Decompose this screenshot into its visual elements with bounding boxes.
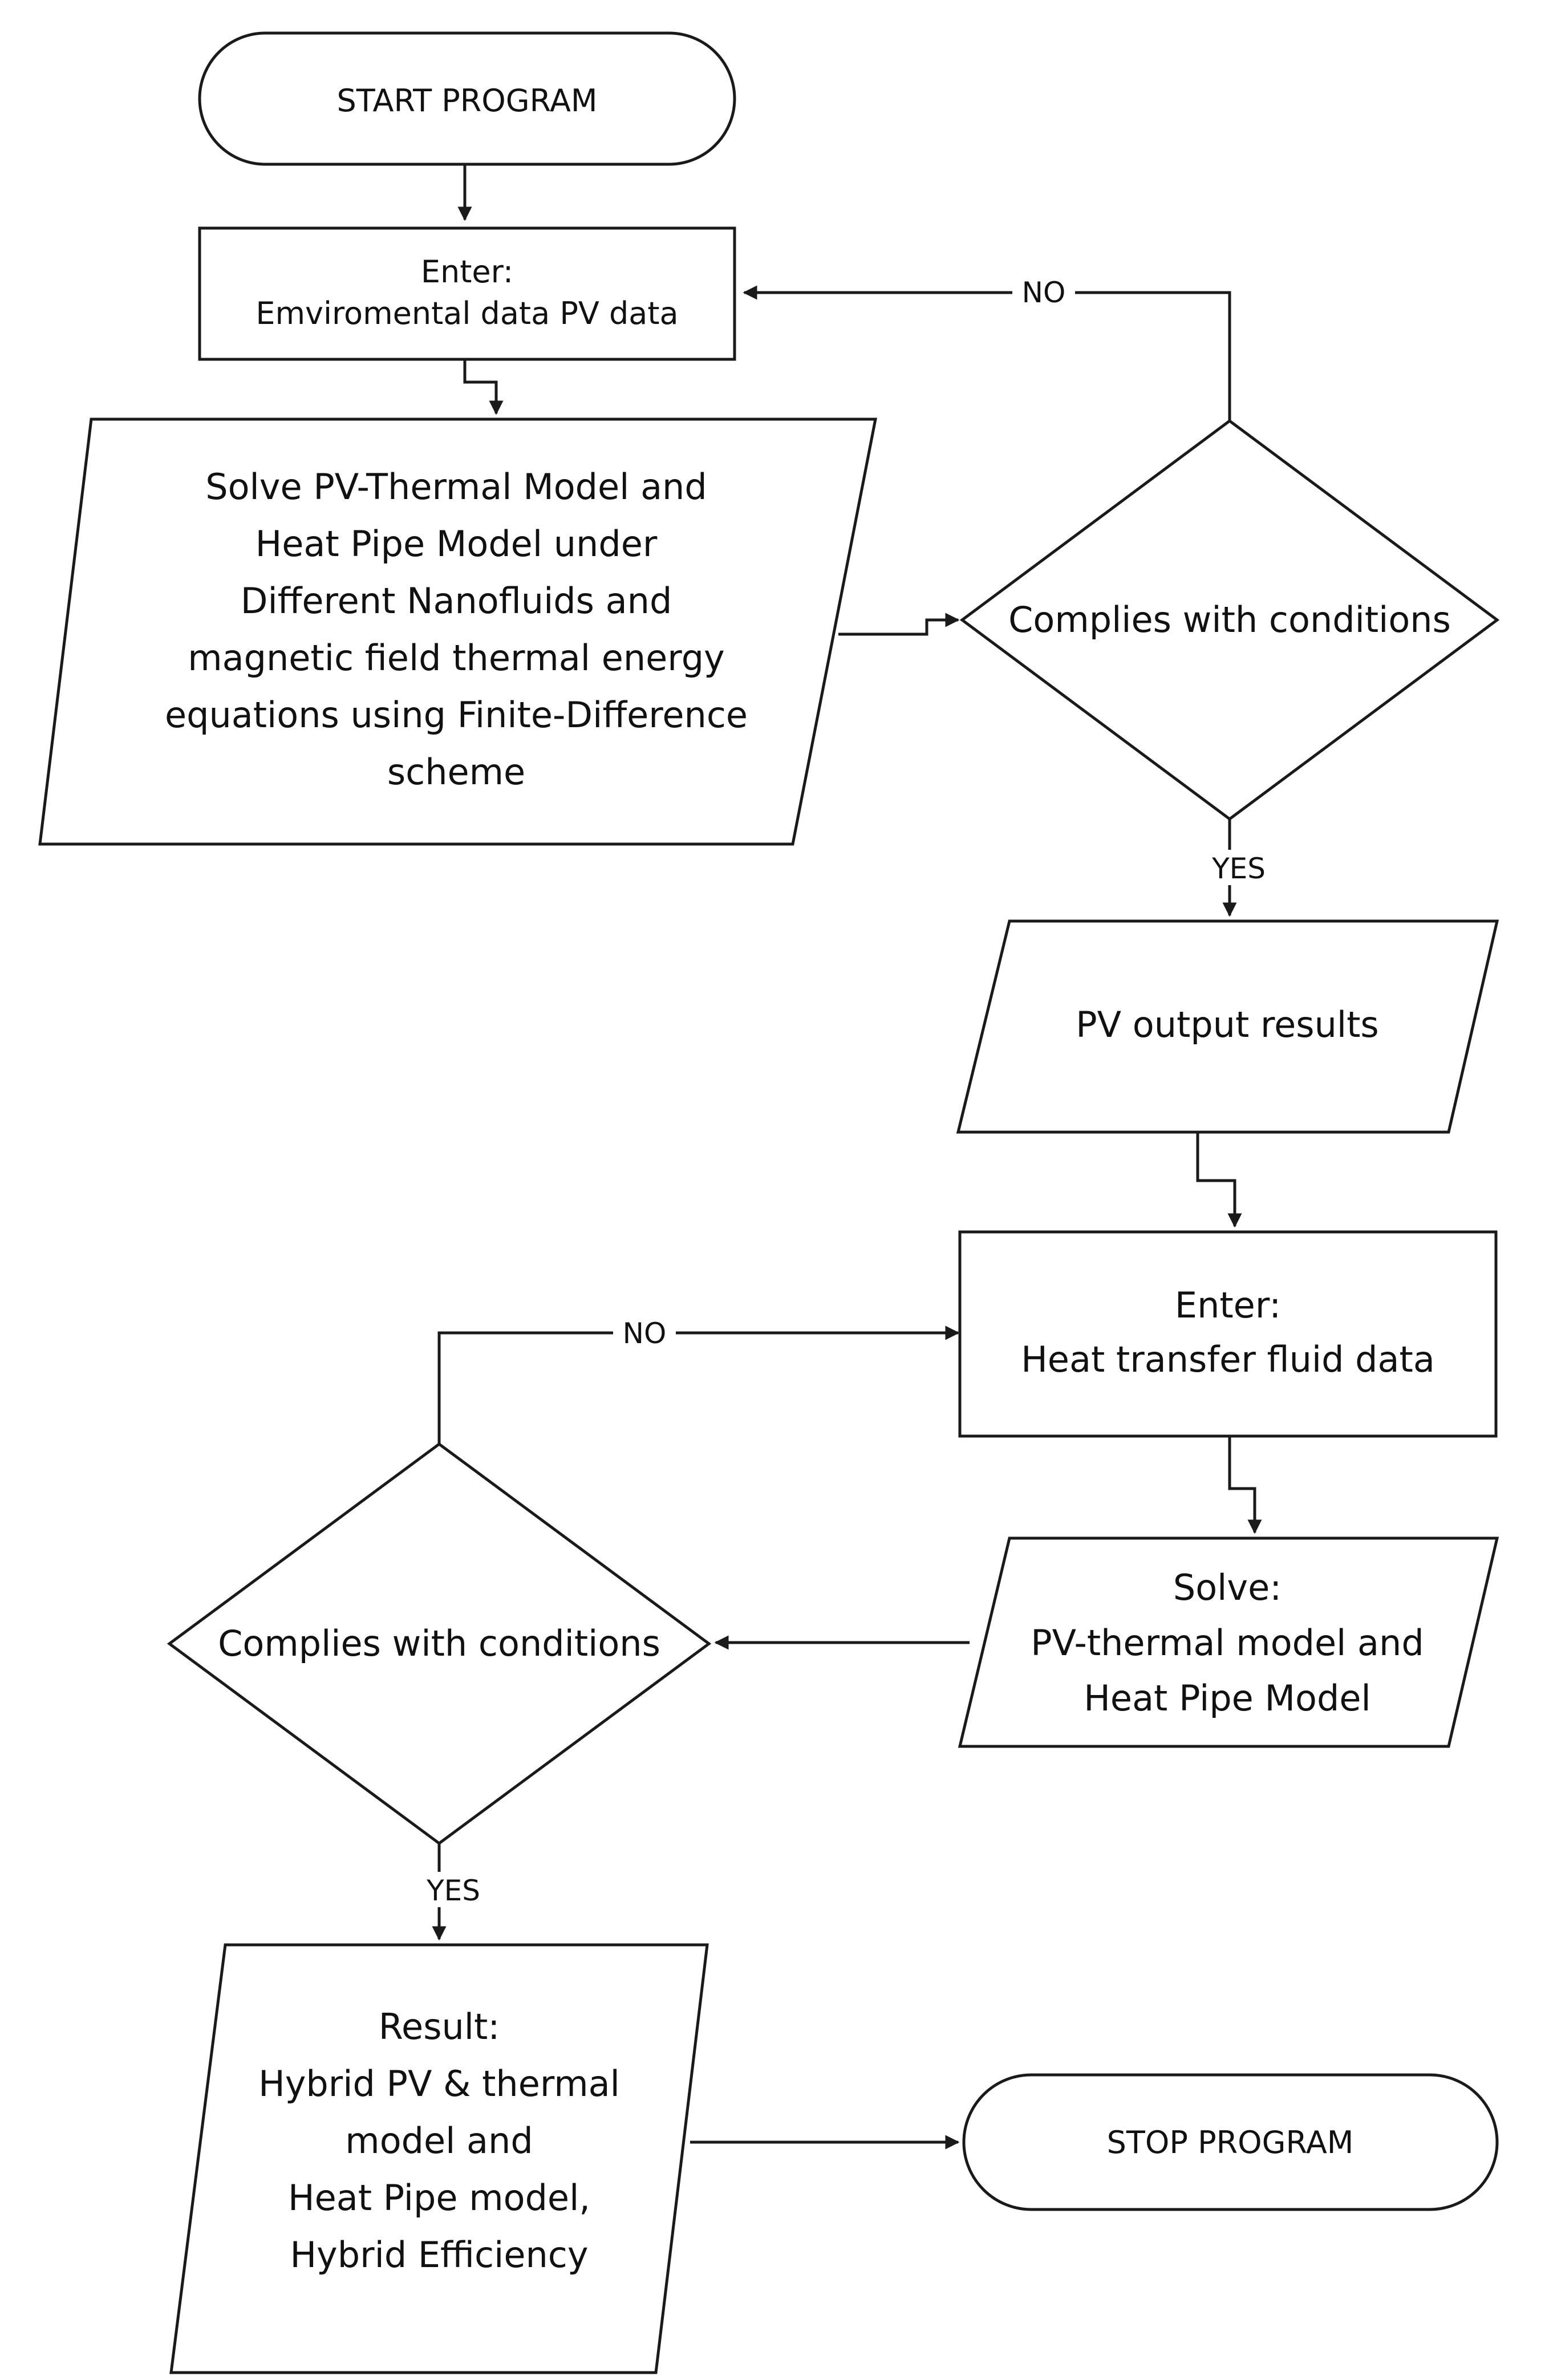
node-label: Hybrid PV & thermal bbox=[258, 2063, 620, 2105]
node-label: Heat Pipe Model bbox=[1084, 1677, 1370, 1719]
edge-label-no-1: NO bbox=[1012, 274, 1075, 310]
pv-output-results-io: PV output results bbox=[956, 919, 1499, 1134]
edge-label-no-2: NO bbox=[613, 1315, 676, 1350]
node-label: model and bbox=[345, 2120, 533, 2162]
node-label: Different Nanofluids and bbox=[241, 580, 672, 622]
edge-label-yes-1: YES bbox=[1203, 850, 1272, 885]
edge-solve-to-decision-1 bbox=[838, 613, 960, 636]
node-label: Solve PV-Thermal Model and bbox=[205, 466, 707, 508]
node-label: scheme bbox=[387, 751, 525, 793]
svg-text:YES: YES bbox=[426, 1874, 480, 1907]
svg-text:YES: YES bbox=[1211, 852, 1266, 885]
node-label: Emviromental data PV data bbox=[256, 295, 678, 331]
node-label: Heat transfer fluid data bbox=[1021, 1339, 1435, 1380]
node-label: equations using Finite-Difference bbox=[165, 694, 748, 736]
decision-complies-2: Complies with conditions bbox=[167, 1442, 712, 1846]
node-label: Solve: bbox=[1173, 1567, 1282, 1608]
stop-terminal: STOP PROGRAM bbox=[962, 2073, 1499, 2211]
result-io: Result: Hybrid PV & thermal model and He… bbox=[169, 1943, 709, 2374]
node-label: Complies with conditions bbox=[1008, 599, 1451, 640]
solve-pv-thermal-io: Solve PV-Thermal Model and Heat Pipe Mod… bbox=[38, 417, 878, 846]
svg-text:NO: NO bbox=[623, 1317, 667, 1350]
edge-enter-env-to-solve bbox=[463, 359, 504, 415]
edge-decision-2-no bbox=[437, 1325, 960, 1444]
node-label: magnetic field thermal energy bbox=[188, 637, 725, 679]
node-label: Result: bbox=[379, 2006, 500, 2047]
solve-pv-thermal-heat-pipe-io: Solve: PV-thermal model and Heat Pipe Mo… bbox=[958, 1536, 1499, 1748]
svg-text:NO: NO bbox=[1022, 276, 1066, 309]
node-label: Heat Pipe Model under bbox=[256, 523, 658, 565]
start-terminal: START PROGRAM bbox=[198, 31, 736, 166]
node-label: PV-thermal model and bbox=[1031, 1622, 1424, 1664]
decision-complies-1: Complies with conditions bbox=[959, 419, 1500, 821]
node-label: Complies with conditions bbox=[218, 1623, 660, 1664]
node-label: Enter: bbox=[1175, 1284, 1281, 1326]
node-label: Enter: bbox=[421, 254, 513, 290]
node-label: Heat Pipe model, bbox=[288, 2177, 590, 2219]
edge-pv-output-to-enter-htf bbox=[1196, 1132, 1242, 1228]
enter-heat-transfer-fluid-process: Enter: Heat transfer fluid data bbox=[958, 1230, 1498, 1438]
node-label: Hybrid Efficiency bbox=[290, 2234, 588, 2276]
edge-label-yes-2: YES bbox=[419, 1872, 488, 1907]
enter-environmental-data-process: Enter: Emviromental data PV data bbox=[198, 226, 736, 361]
node-label: STOP PROGRAM bbox=[1107, 2124, 1354, 2160]
edge-enter-htf-to-solve-2 bbox=[1228, 1436, 1262, 1534]
edge-decision-1-no bbox=[743, 285, 1231, 421]
node-label: START PROGRAM bbox=[336, 83, 597, 119]
node-label: PV output results bbox=[1076, 1004, 1378, 1045]
